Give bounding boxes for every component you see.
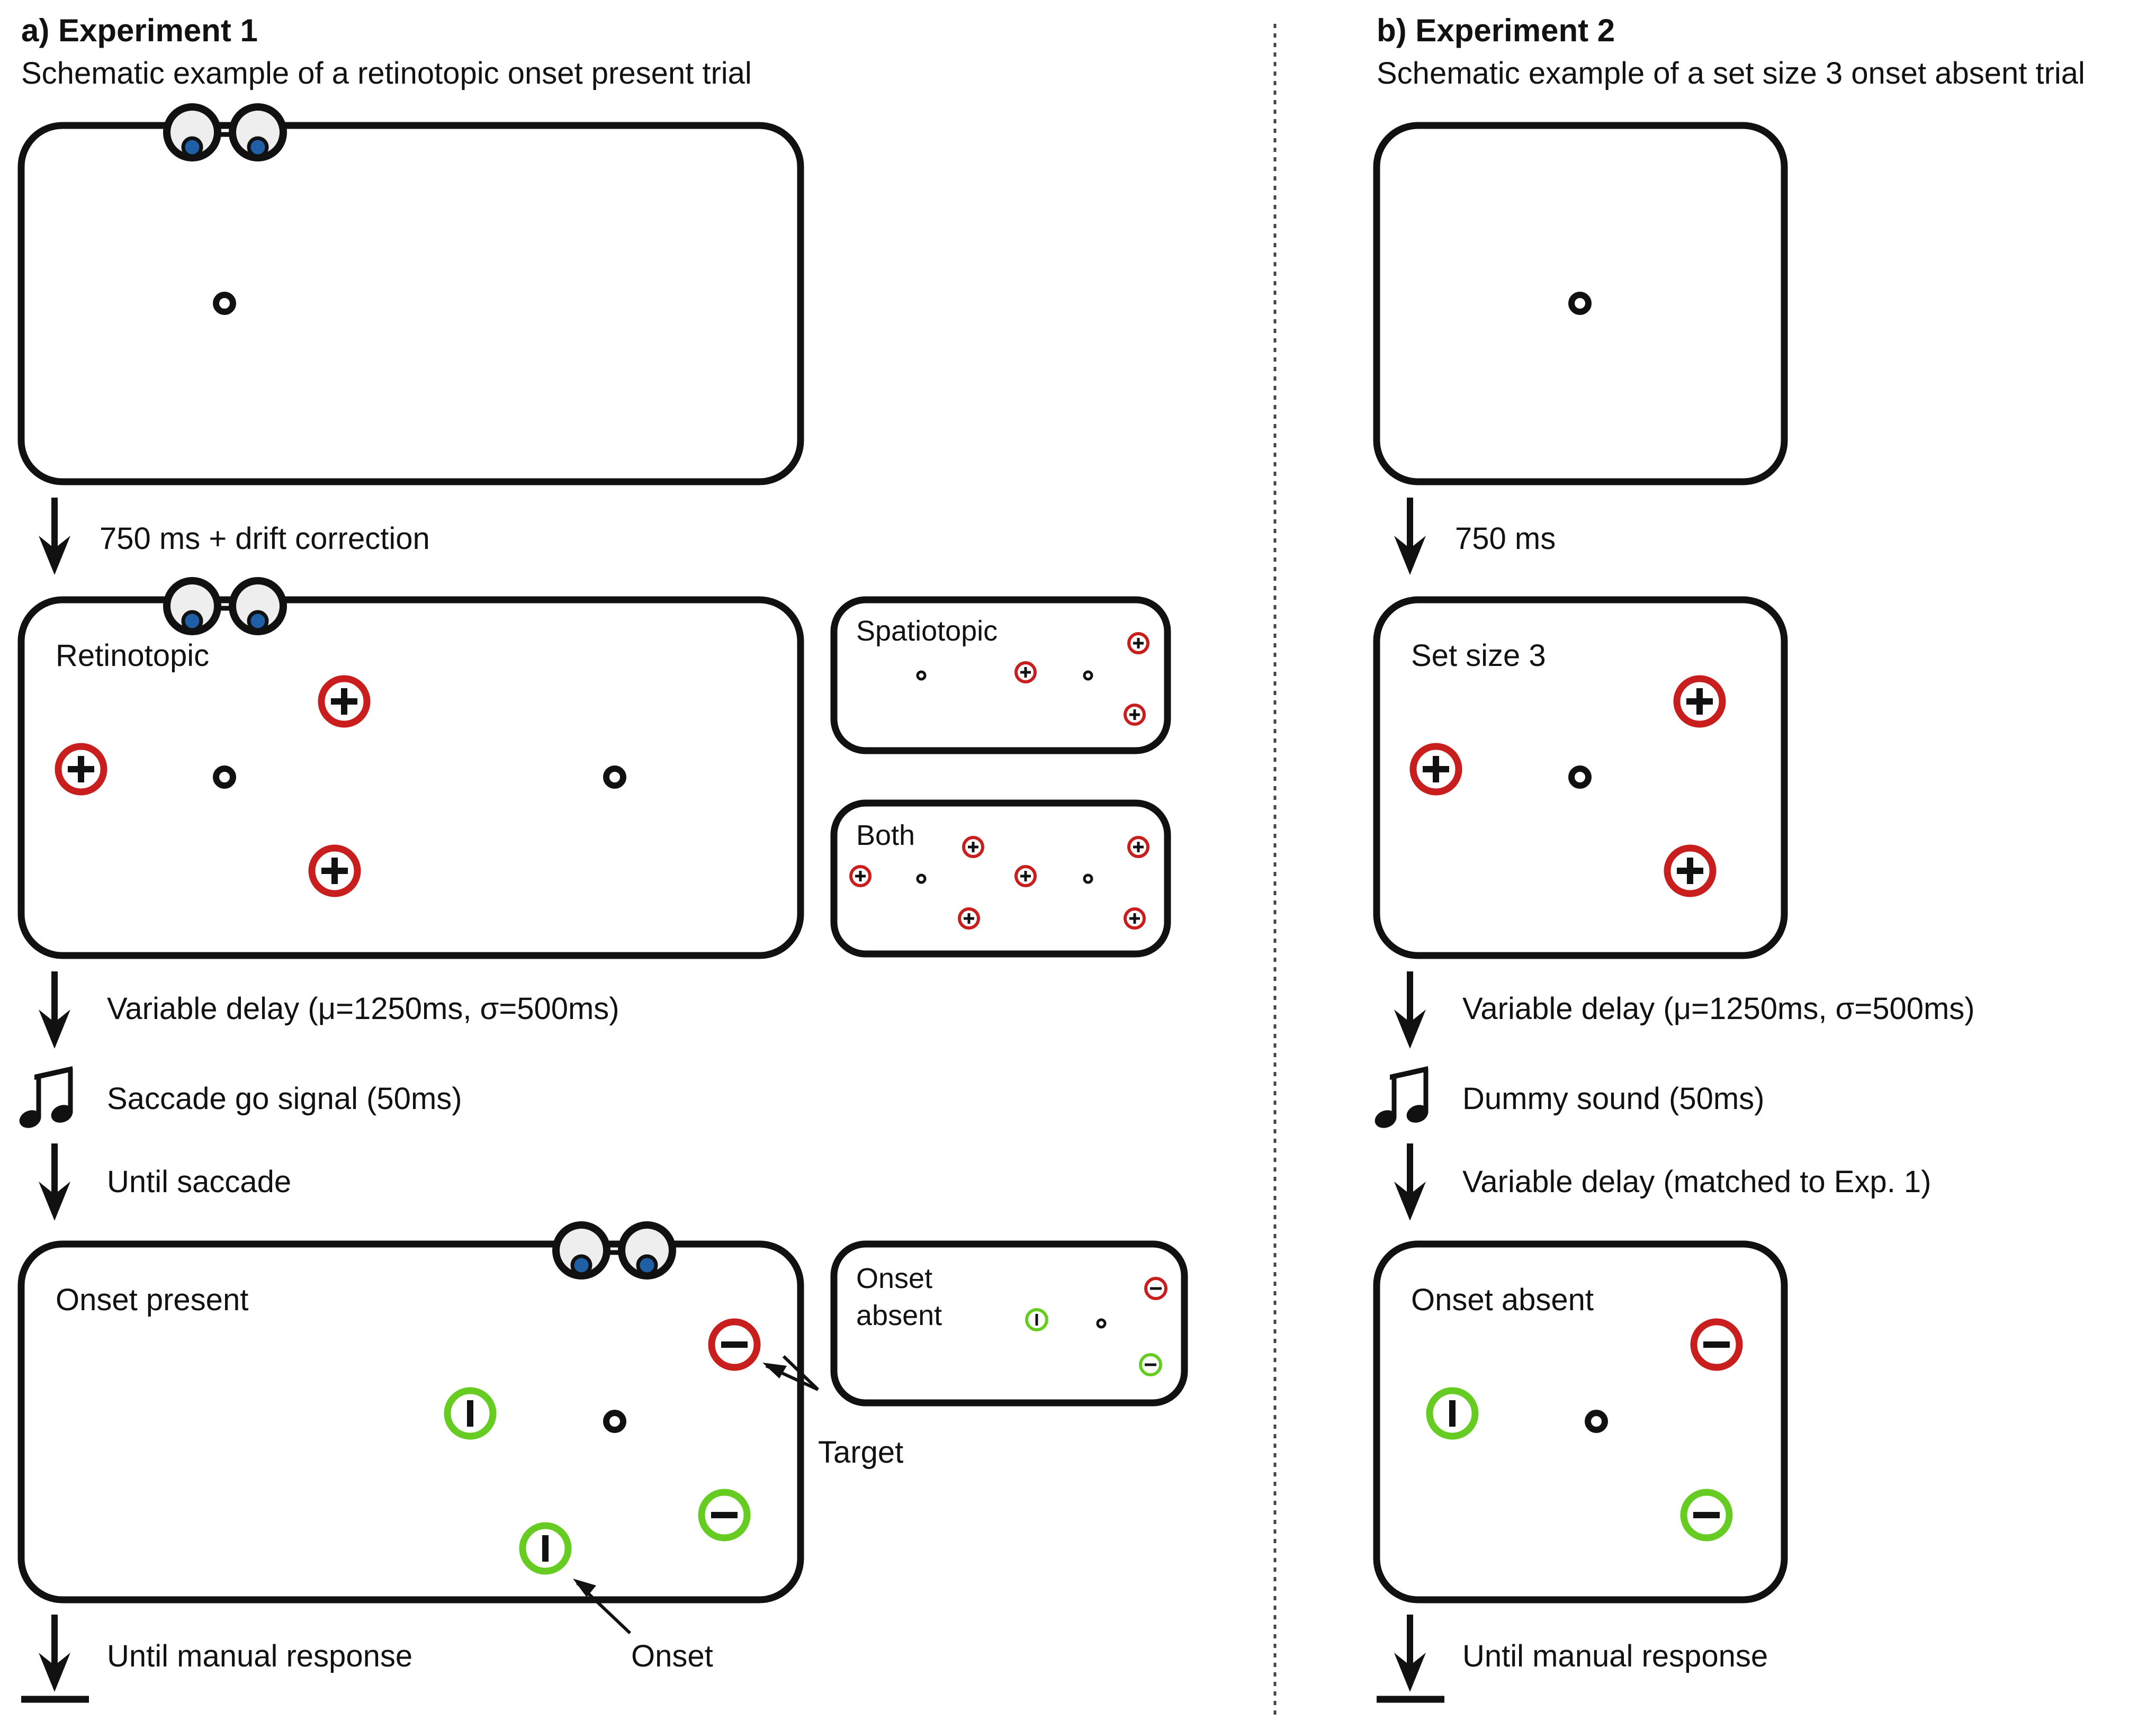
saccade-target-dot: [1083, 873, 1093, 884]
exp1-step-drift: 750 ms + drift correction: [100, 521, 430, 556]
down-arrow-icon: [39, 1143, 70, 1221]
down-arrow-icon: [1394, 971, 1426, 1049]
exp1-fixation-screen: [17, 122, 804, 485]
terminal-arrow-icon: [1394, 1615, 1426, 1692]
exp2-step-dummy-sound: Dummy sound (50ms): [1462, 1082, 1764, 1116]
onset-pointer-head: [573, 1579, 596, 1597]
spatiotopic-screen: [830, 596, 1171, 754]
both-label: Both: [856, 819, 915, 851]
spatiotopic-plus-items: [1014, 632, 1149, 726]
exp2-step-manual-response: Until manual response: [1462, 1639, 1768, 1673]
target-pointer-head: [762, 1363, 787, 1378]
exp1-step-delay: Variable delay (μ=1250ms, σ=500ms): [107, 992, 619, 1026]
exp1-onset-present-screen: [17, 1240, 804, 1603]
retinotopic-plus-items: [55, 675, 371, 897]
exp1-step-go-signal: Saccade go signal (50ms): [107, 1082, 462, 1116]
target-pointer-arrow: [782, 1355, 820, 1391]
exp1-heading: a) Experiment 1: [21, 13, 258, 48]
down-arrow-icon: [39, 498, 70, 575]
set-size-label: Set size 3: [1411, 638, 1546, 673]
eyes-icon: [167, 107, 283, 158]
onset-present-label: Onset present: [56, 1283, 248, 1317]
exp2-set-size-screen: [1373, 596, 1788, 959]
fixation-dot: [213, 765, 236, 789]
exp1-step-until-saccade: Until saccade: [107, 1165, 291, 1199]
onset-absent-label-line2: absent: [856, 1300, 942, 1331]
exp2-step-750: 750 ms: [1455, 521, 1556, 556]
eyes-icon: [556, 1225, 672, 1276]
exp2-subtitle: Schematic example of a set size 3 onset …: [1377, 56, 2085, 91]
down-arrow-icon: [39, 971, 70, 1049]
onset-absent-small-items: [1025, 1277, 1167, 1376]
spatiotopic-label: Spatiotopic: [856, 615, 998, 647]
fixation-dot: [1585, 1410, 1608, 1433]
exp1-subtitle: Schematic example of a retinotopic onset…: [21, 56, 752, 91]
onset-absent-label-line1: Onset: [856, 1263, 932, 1294]
fixation-dot: [1568, 292, 1592, 315]
set-size-plus-items: [1409, 675, 1726, 897]
exp2-step-delay: Variable delay (μ=1250ms, σ=500ms): [1462, 992, 1975, 1026]
fixation-dot: [1096, 1318, 1107, 1329]
exp1-onset-absent-screen: [830, 1240, 1188, 1407]
exp2-onset-absent-items: [1426, 1318, 1743, 1542]
exp1-retinotopic-screen: [17, 596, 804, 959]
down-arrow-icon: [1394, 1143, 1426, 1221]
both-plus-items: [849, 836, 1149, 930]
fixation-dot: [213, 292, 236, 315]
both-screen: [830, 799, 1171, 958]
music-note-icon: [1372, 1066, 1431, 1131]
exp1-step-manual-response: Until manual response: [107, 1639, 412, 1673]
saccade-target-dot: [1083, 670, 1093, 681]
eyes-icon: [167, 581, 283, 632]
terminal-arrow-icon: [39, 1615, 70, 1692]
fixation-dot: [916, 670, 927, 681]
fixation-dot: [603, 1410, 626, 1433]
onset-annotation: Onset: [631, 1639, 713, 1673]
exp2-onset-absent-screen: [1373, 1240, 1788, 1603]
music-note-icon: [17, 1066, 76, 1131]
exp2-step-matched-delay: Variable delay (matched to Exp. 1): [1462, 1165, 1932, 1199]
exp2-fixation-screen: [1373, 122, 1788, 485]
fixation-dot: [916, 873, 927, 884]
target-annotation: Target: [818, 1435, 903, 1470]
exp2-onset-absent-label: Onset absent: [1411, 1283, 1594, 1317]
fixation-dot: [1568, 765, 1592, 789]
exp2-heading: b) Experiment 2: [1377, 13, 1615, 48]
down-arrow-icon: [1394, 498, 1426, 575]
onset-present-items: [444, 1318, 761, 1575]
saccade-target-dot: [603, 765, 626, 789]
retinotopic-label: Retinotopic: [56, 638, 209, 673]
